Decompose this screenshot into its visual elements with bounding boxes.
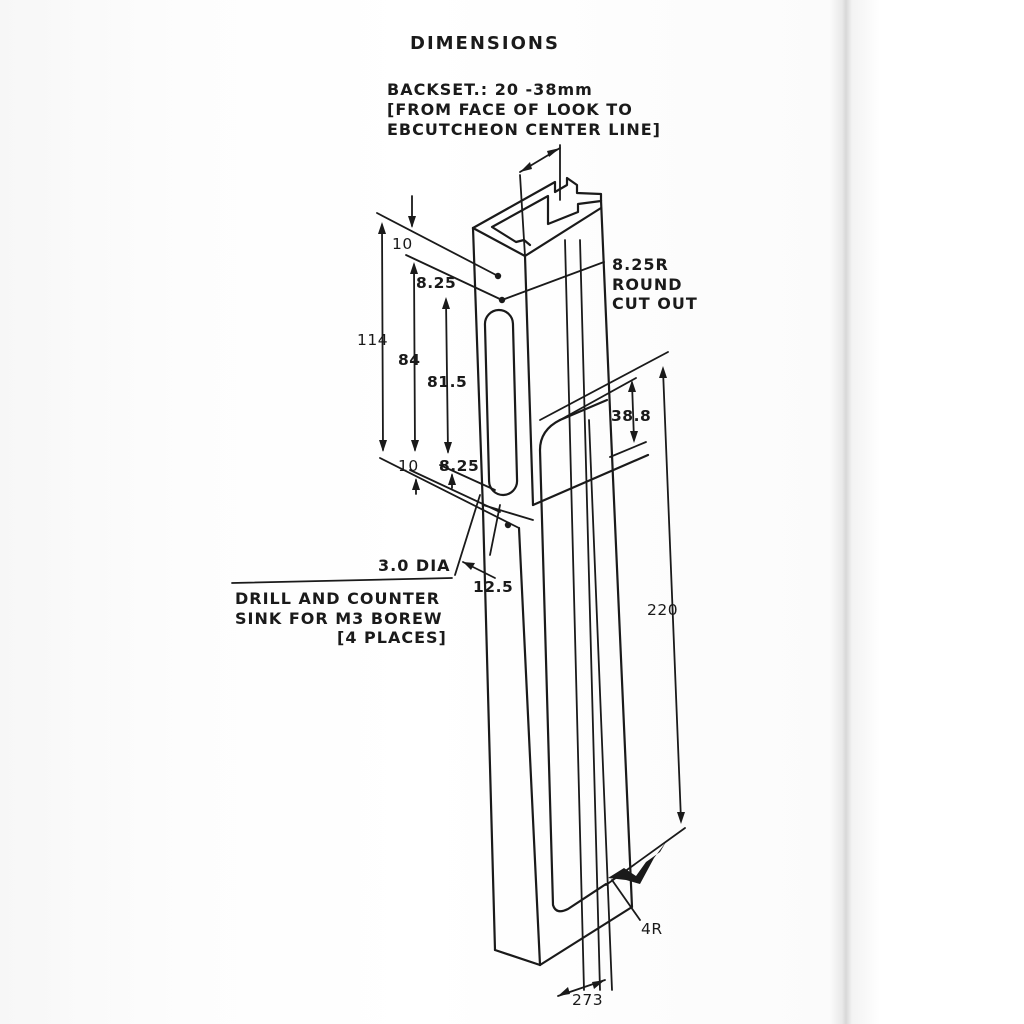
round-cutout-line-2: ROUND: [612, 275, 683, 294]
dim-window-top: 38.8: [611, 407, 651, 425]
dim-corner-radius: 4R: [641, 920, 663, 938]
dim-overall-slot-span: 114: [357, 331, 388, 349]
edge-distance-dimension: [454, 494, 501, 579]
backset-note: BACKSET.: 20 -38mm [FROM FACE OF LOOK TO…: [387, 80, 661, 139]
backset-line-2: [FROM FACE OF LOOK TO: [387, 100, 633, 119]
dim-hole-spacing: 84: [398, 351, 421, 369]
drill-note-line-2: SINK FOR M3 BOREW: [235, 609, 443, 628]
drill-note-line-3: [4 PLACES]: [337, 628, 447, 647]
drill-note-diameter: 3.0 DIA: [378, 556, 451, 575]
drawing-title: DIMENSIONS: [410, 33, 560, 54]
drill-note-line-1: DRILL AND COUNTER: [235, 589, 440, 608]
backset-line-3: EBCUTCHEON CENTER LINE]: [387, 120, 661, 139]
dim-edge-distance: 12.5: [473, 578, 513, 596]
round-cutout-line-1: 8.25R: [612, 255, 669, 274]
dim-top-radius-offset: 8.25: [416, 274, 456, 292]
dim-bottom-radius-offset: 8.25: [439, 457, 479, 475]
round-cutout-line-3: CUT OUT: [612, 294, 698, 313]
left-dimension-lines: [376, 195, 520, 529]
dim-window-length: 220: [647, 601, 678, 619]
dim-top-offset: 10: [392, 235, 413, 253]
dim-slot-length: 81.5: [427, 373, 467, 391]
drill-note: 3.0 DIA DRILL AND COUNTER SINK FOR M3 BO…: [231, 556, 453, 647]
dim-bottom-offset: 10: [398, 457, 419, 475]
round-cutout-note: 8.25R ROUND CUT OUT: [612, 255, 698, 313]
backset-line-1: BACKSET.: 20 -38mm: [387, 80, 593, 99]
backset-arrow: [519, 147, 561, 173]
strike-plate-body: [471, 144, 650, 991]
dim-width: 273: [572, 991, 603, 1009]
right-dimension-lines: [539, 351, 686, 997]
